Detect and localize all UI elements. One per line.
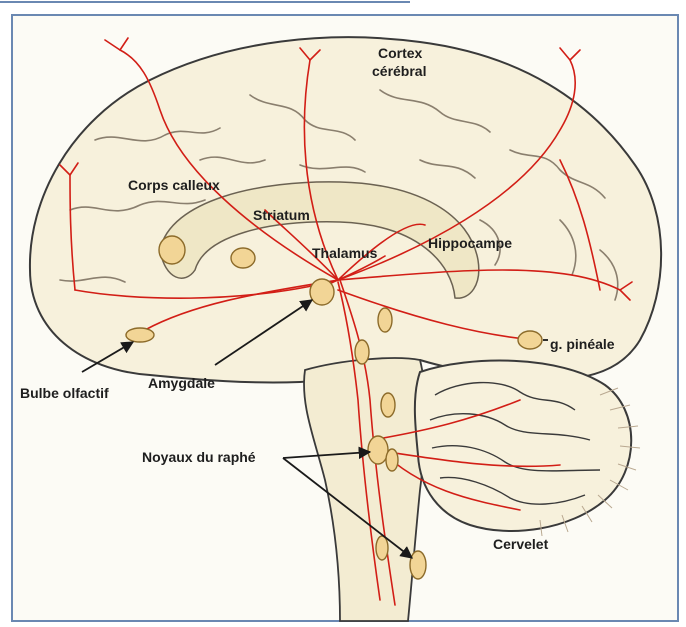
label-cervelet: Cervelet bbox=[493, 536, 549, 552]
label-cortex-line1: Cortex bbox=[378, 45, 423, 61]
label-g-pineale: g. pinéale bbox=[550, 336, 615, 352]
raphe-nucleus-2 bbox=[378, 308, 392, 332]
striatum-nucleus-2 bbox=[231, 248, 255, 268]
label-bulbe-olfactif: Bulbe olfactif bbox=[20, 385, 109, 401]
raphe-nucleus-6 bbox=[376, 536, 388, 560]
raphe-nucleus-7 bbox=[410, 551, 426, 579]
raphe-nucleus-5 bbox=[386, 449, 398, 471]
label-cortex-line2: cérébral bbox=[372, 63, 426, 79]
amygdale-nucleus bbox=[310, 279, 334, 305]
raphe-nucleus-3 bbox=[381, 393, 395, 417]
label-thalamus: Thalamus bbox=[312, 245, 378, 261]
label-hippocampe: Hippocampe bbox=[428, 235, 512, 251]
label-noyaux-du-raphe: Noyaux du raphé bbox=[142, 449, 256, 465]
label-amygdale: Amygdale bbox=[148, 375, 215, 391]
pineal-nucleus bbox=[518, 331, 542, 349]
raphe-nucleus-1 bbox=[355, 340, 369, 364]
raphe-nucleus-4 bbox=[368, 436, 388, 464]
striatum-nucleus-1 bbox=[159, 236, 185, 264]
label-corps-calleux: Corps calleux bbox=[128, 177, 220, 193]
bulbe-olfactif-nucleus bbox=[126, 328, 154, 342]
label-striatum: Striatum bbox=[253, 207, 310, 223]
